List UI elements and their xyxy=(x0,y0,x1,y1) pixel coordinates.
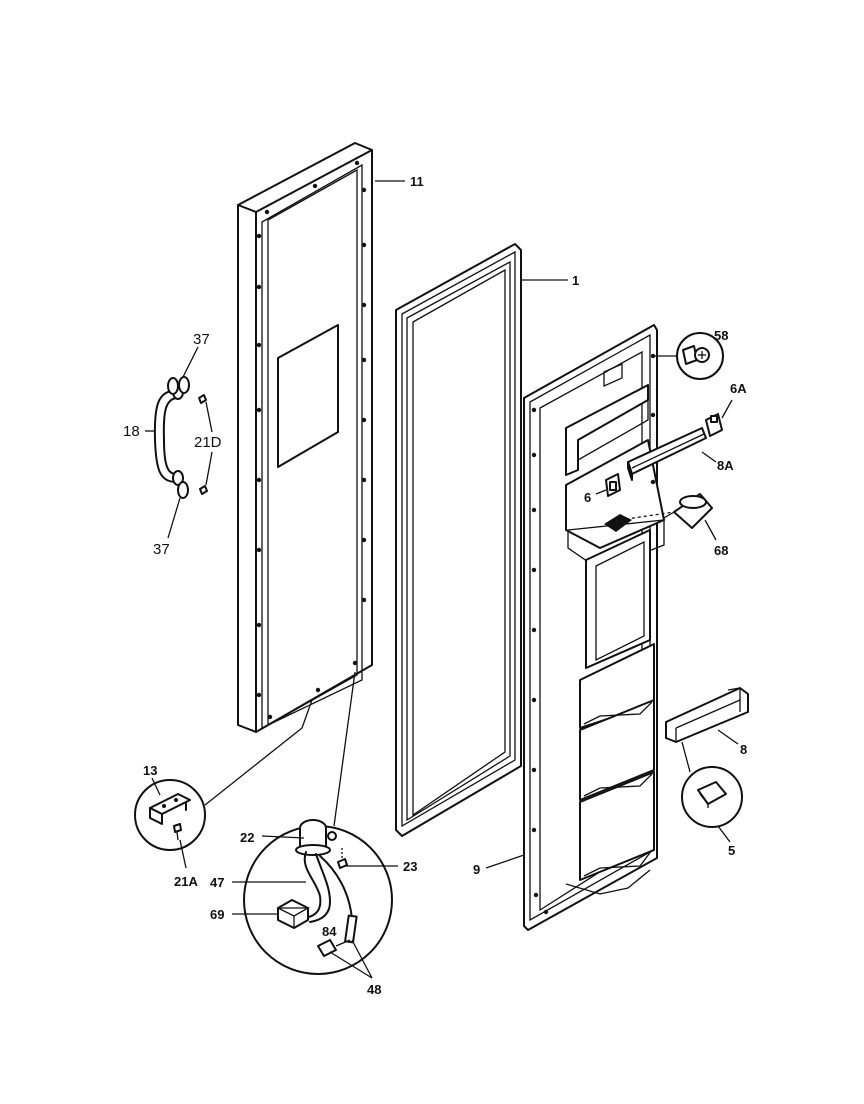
leader-68 xyxy=(704,519,717,541)
callout-84: 84 xyxy=(322,924,337,939)
rail-8A xyxy=(627,427,707,481)
door-gasket xyxy=(395,243,522,837)
clip-6A xyxy=(705,413,723,437)
callout-48: 48 xyxy=(367,982,381,997)
detail-hinge-13 xyxy=(134,779,206,851)
cap-37-bottom xyxy=(177,481,189,499)
bracket-8 xyxy=(665,687,749,743)
pad-5 xyxy=(681,766,743,828)
callout-11: 11 xyxy=(410,174,424,189)
callout-8A: 8A xyxy=(717,458,734,473)
callout-47: 47 xyxy=(210,875,224,890)
leader-detail-13b xyxy=(301,699,313,729)
callout-18: 18 xyxy=(123,423,140,440)
leader-detail-13 xyxy=(204,727,303,806)
leader-22 xyxy=(261,835,305,839)
leader-8 xyxy=(717,729,739,745)
leader-6 xyxy=(595,489,607,495)
callout-13: 13 xyxy=(143,763,157,778)
callout-5: 5 xyxy=(728,843,735,858)
callout-69: 69 xyxy=(210,907,224,922)
screws-21D xyxy=(198,394,213,495)
leader-37b xyxy=(167,497,181,539)
leader-5-link xyxy=(681,741,691,773)
callout-37b: 37 xyxy=(153,541,170,558)
leader-detail-wiring xyxy=(333,671,356,827)
leader-13 xyxy=(151,777,161,796)
part-6 xyxy=(605,473,621,497)
callout-21A: 21A xyxy=(174,874,198,889)
door-inner-liner xyxy=(523,324,665,931)
callout-21D: 21D xyxy=(194,434,222,451)
door-outer-panel xyxy=(237,142,373,733)
callout-8: 8 xyxy=(740,742,747,757)
leader-9 xyxy=(485,854,525,869)
callout-37a: 37 xyxy=(193,331,210,348)
funnel-68 xyxy=(619,493,713,529)
leader-8A xyxy=(701,451,717,463)
leader-48b xyxy=(351,939,373,979)
callout-1: 1 xyxy=(572,273,579,288)
callout-6A: 6A xyxy=(730,381,747,396)
handle-18 xyxy=(153,384,184,486)
callout-23: 23 xyxy=(403,859,417,874)
leader-37a xyxy=(182,346,199,378)
callout-6: 6 xyxy=(584,490,591,505)
callout-9: 9 xyxy=(473,862,480,877)
leader-21A xyxy=(179,839,187,869)
detail-wiring xyxy=(243,819,393,975)
screw-58 xyxy=(676,332,724,380)
cap-37-top xyxy=(167,376,190,395)
leader-48a xyxy=(329,951,373,979)
leader-5 xyxy=(717,825,731,843)
leader-6A xyxy=(721,399,733,419)
callout-68: 68 xyxy=(714,543,728,558)
callout-22: 22 xyxy=(240,830,254,845)
callout-58: 58 xyxy=(714,328,728,343)
